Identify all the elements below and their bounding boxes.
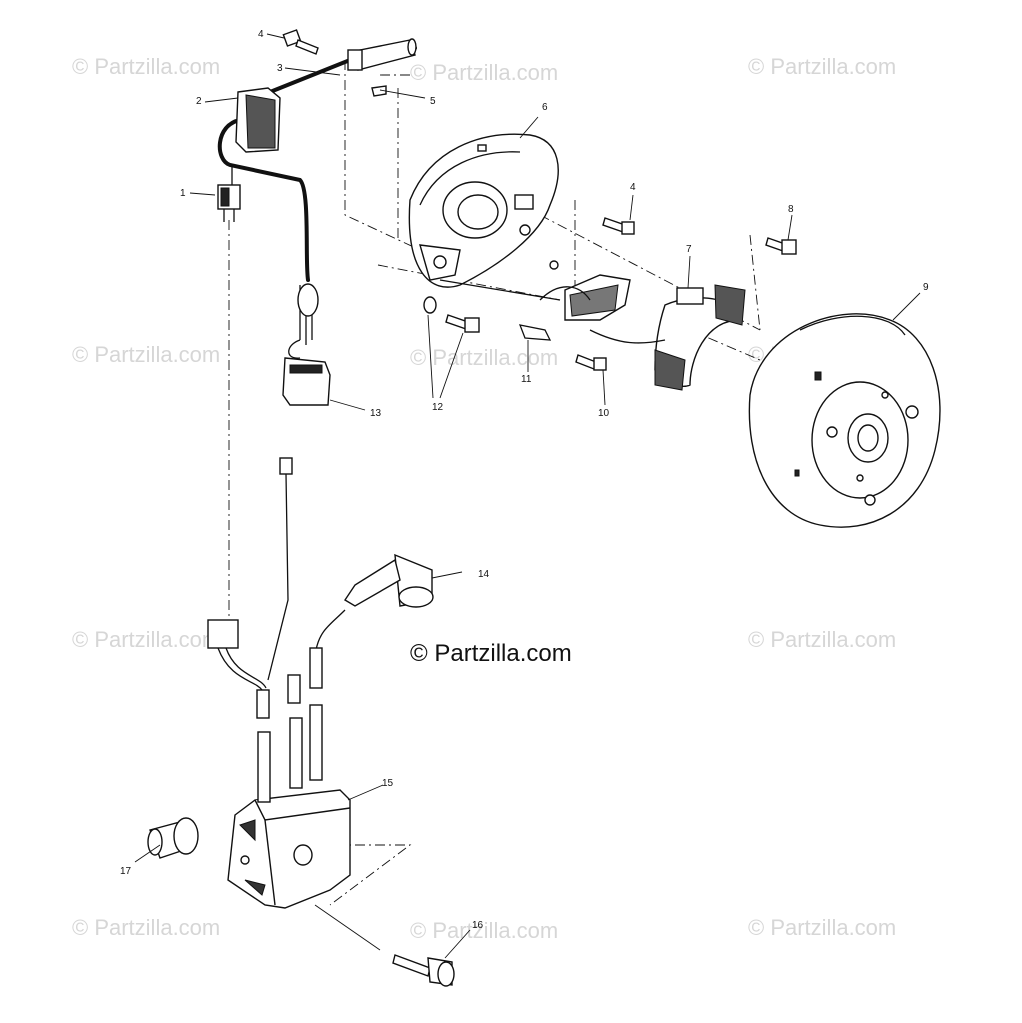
screw-4-right <box>602 217 635 235</box>
watermark: © Partzilla.com <box>748 54 897 79</box>
rectifier-regulator <box>235 87 281 153</box>
callout-1: 1 <box>180 188 186 199</box>
callout-7: 7 <box>686 244 692 255</box>
callout-10: 10 <box>598 408 610 419</box>
callout-8: 8 <box>788 204 794 215</box>
bullet-terminal <box>279 457 293 475</box>
screw-12 <box>445 314 480 333</box>
watermark: © Partzilla.com <box>748 627 897 652</box>
multi-pin-connector <box>282 357 331 406</box>
callout-14: 14 <box>478 569 490 580</box>
callout-16: 16 <box>472 920 484 931</box>
rubber-grommet <box>147 817 199 859</box>
lighting-coil <box>589 284 746 391</box>
harness-boot <box>297 283 319 317</box>
callout-9: 9 <box>923 282 929 293</box>
callout-4-right: 4 <box>630 182 636 193</box>
callout-3: 3 <box>277 63 283 74</box>
stator-plate <box>408 133 559 288</box>
spark-plug-cap <box>315 553 434 651</box>
clamp-5 <box>371 85 387 97</box>
harness-connector <box>217 184 241 222</box>
screw-8 <box>765 237 797 255</box>
sleeve <box>287 674 301 704</box>
callout-5: 5 <box>430 96 436 107</box>
sleeve <box>309 647 323 689</box>
pin <box>439 279 561 301</box>
watermark: © Partzilla.com <box>72 54 221 79</box>
bracket-tube <box>347 38 417 71</box>
washer <box>549 260 559 270</box>
callout-11: 11 <box>521 374 532 385</box>
bolt-16 <box>392 954 455 987</box>
callout-15: 15 <box>382 778 394 789</box>
ignition-coil <box>227 704 351 909</box>
callout-13: 13 <box>370 408 382 419</box>
credit-text: © Partzilla.com <box>410 640 572 667</box>
flywheel <box>748 313 941 528</box>
watermark: © Partzilla.com <box>410 345 559 370</box>
callout-17: 17 <box>120 866 132 877</box>
callout-12: 12 <box>432 402 444 413</box>
screw-10 <box>575 354 607 371</box>
screw-4-top <box>282 29 319 55</box>
pickup-coil <box>518 274 631 341</box>
leader-lines <box>134 33 921 959</box>
watermark: © Partzilla.com <box>410 918 559 943</box>
callout-labels: 1 2 3 4 5 6 4 7 8 9 10 11 12 13 14 15 16… <box>120 29 929 931</box>
callout-2: 2 <box>196 96 202 107</box>
watermark: © Partzilla.com <box>410 60 559 85</box>
watermark: © Partzilla.com <box>748 915 897 940</box>
watermark: © Partzilla.com <box>72 915 221 940</box>
callout-6: 6 <box>542 102 548 113</box>
callout-4: 4 <box>258 29 264 40</box>
washer-12 <box>423 296 437 314</box>
watermark: © Partzilla.com <box>72 342 221 367</box>
ignition-leads <box>207 457 293 719</box>
watermark: © Partzilla.com <box>72 627 221 652</box>
